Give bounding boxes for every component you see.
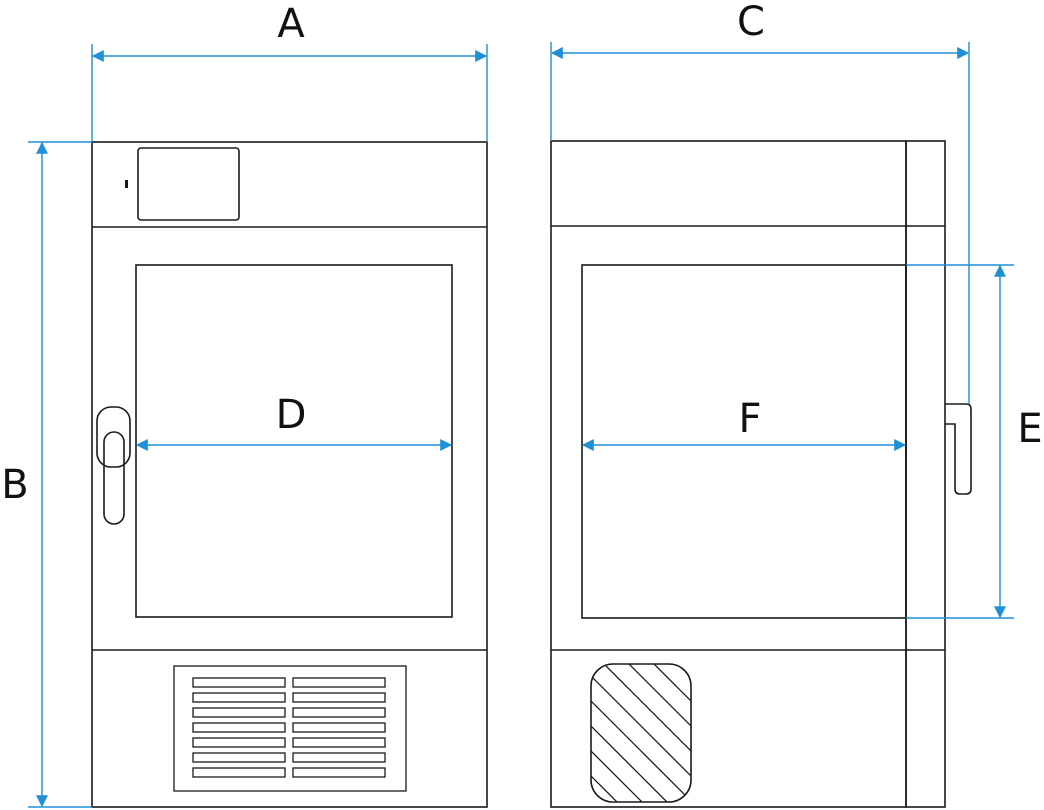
vent-grille-icon <box>173 665 407 792</box>
label-d: D <box>276 392 307 438</box>
label-b: B <box>1 462 28 508</box>
side-cabinet-outline <box>550 140 907 808</box>
front-view <box>91 141 488 808</box>
front-cabinet-outline <box>91 141 488 808</box>
dimension-lines <box>28 42 1014 808</box>
display-panel-icon <box>125 147 240 221</box>
door-handle-icon <box>96 406 131 525</box>
side-door-profile <box>905 140 946 808</box>
side-view <box>550 140 972 808</box>
hatched-vent-icon <box>590 663 692 803</box>
label-f: F <box>738 396 761 442</box>
side-handle-icon <box>945 403 972 495</box>
label-c: C <box>737 0 765 45</box>
label-e: E <box>1017 406 1042 452</box>
front-door-window <box>135 264 453 618</box>
label-a: A <box>277 1 305 47</box>
